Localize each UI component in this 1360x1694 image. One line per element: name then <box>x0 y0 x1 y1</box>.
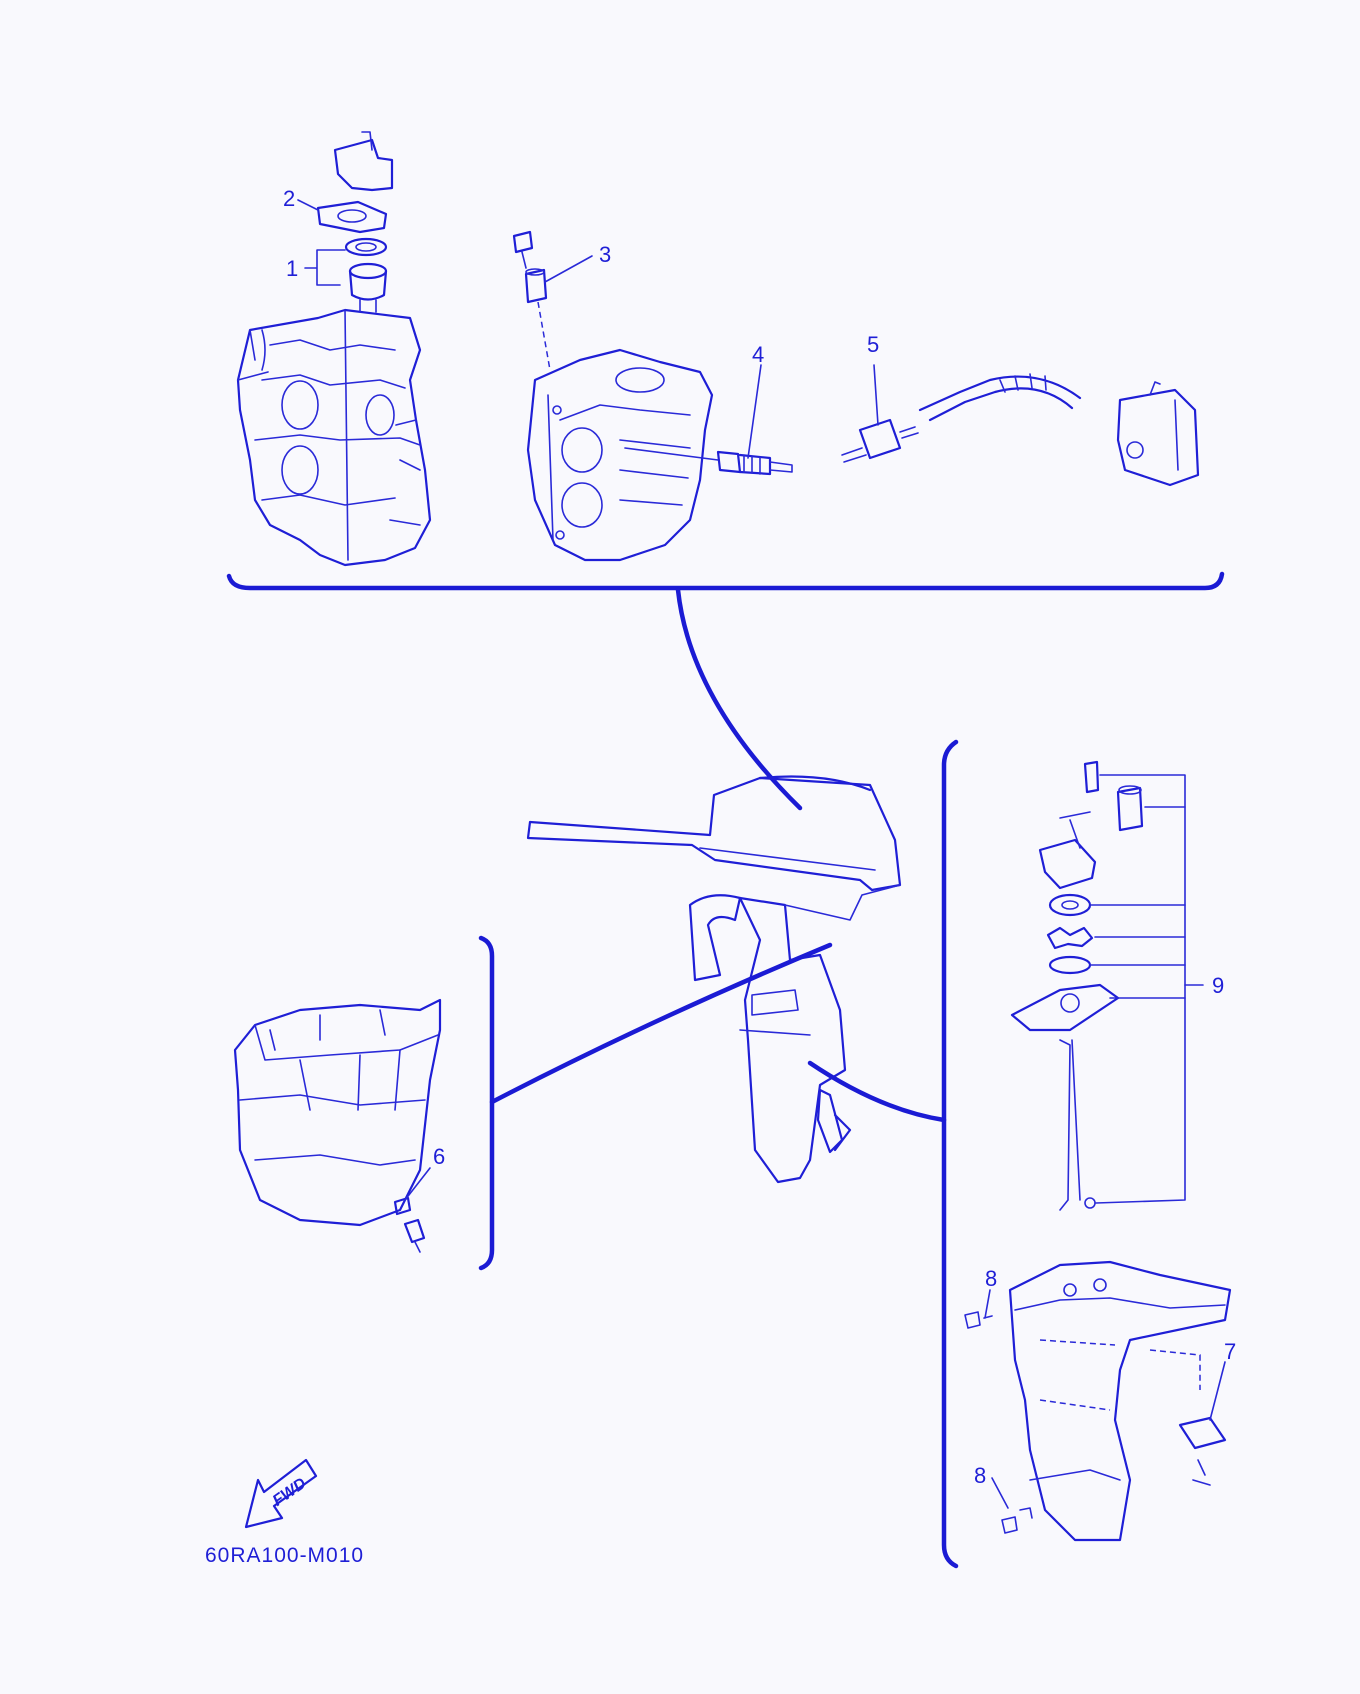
callout-8-bottom: 8 <box>974 1463 986 1488</box>
bolt-sleeve-drawing <box>512 230 551 371</box>
callout-3: 3 <box>599 242 611 267</box>
cylinder-block-drawing <box>236 308 432 567</box>
diagram-code: 60RA100-M010 <box>205 1544 364 1567</box>
callout-4: 4 <box>752 342 764 367</box>
outboard-motor-drawing <box>526 775 902 1184</box>
fuel-filter-drawing <box>841 418 919 463</box>
bolt-drawing <box>393 1196 426 1253</box>
callout-5: 5 <box>867 332 879 357</box>
top-group-bracket <box>226 571 1225 811</box>
upper-casing-drawing <box>233 998 442 1227</box>
fuel-hose-drawing <box>918 373 1082 422</box>
callout-1: 1 <box>286 256 298 281</box>
water-pump-kit-drawing <box>1010 760 1144 1211</box>
plug-gasket-bottom-drawing <box>1001 1507 1033 1534</box>
anode-drawing <box>1178 1416 1227 1486</box>
callout-9: 9 <box>1212 973 1224 998</box>
fwd-arrow-icon: FWD <box>244 1458 318 1529</box>
callout-2: 2 <box>283 186 295 211</box>
thermostat-cover-drawing <box>333 131 394 192</box>
fwd-label: FWD <box>270 1475 310 1510</box>
plug-gasket-top-drawing <box>964 1311 993 1329</box>
cylinder-head-drawing <box>526 348 714 562</box>
lower-unit-drawing <box>1008 1260 1232 1542</box>
callout-6: 6 <box>433 1144 445 1169</box>
pump-kit-bracket-lines <box>1089 774 1204 1204</box>
fuel-pump-drawing <box>1116 381 1200 487</box>
gasket-drawing <box>316 200 388 234</box>
left-group-bracket <box>478 935 833 1271</box>
callout-8-top: 8 <box>985 1266 997 1291</box>
thermostat-drawing <box>344 237 388 313</box>
spark-plug-drawing <box>624 447 793 476</box>
right-group-bracket <box>807 739 959 1569</box>
leader-lines <box>297 199 1226 1509</box>
callout-7: 7 <box>1224 1339 1236 1364</box>
